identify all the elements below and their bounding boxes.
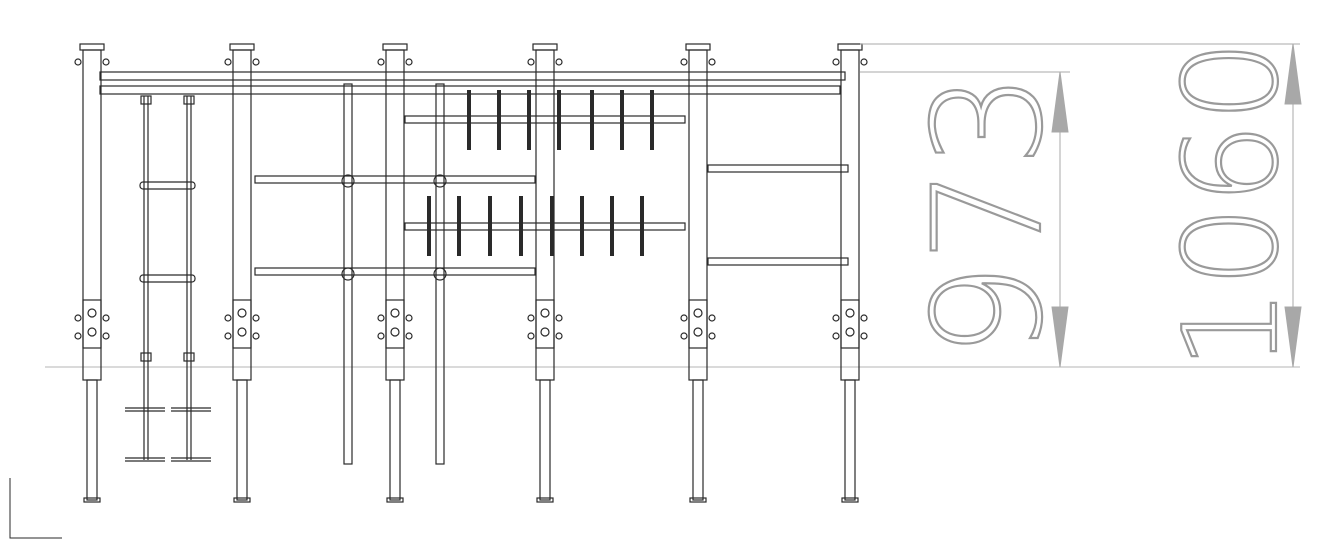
post-2	[224, 43, 260, 503]
ladder	[125, 95, 211, 462]
lower-climbing-bar	[488, 196, 492, 256]
lower-climbing-bar	[610, 196, 614, 256]
lower-climbing-bar	[580, 196, 584, 256]
lower-climbing-bar	[519, 196, 523, 256]
upper-climbing-bar	[590, 90, 594, 150]
posts	[74, 43, 868, 503]
lower-climbing-bar	[640, 196, 644, 256]
arrow-down-inner	[1051, 306, 1069, 368]
upper-climbing-bar	[467, 90, 471, 150]
dimension-label-973: 973	[902, 72, 1076, 358]
post-6	[832, 43, 868, 503]
post-3	[377, 43, 413, 503]
post-4	[527, 43, 563, 503]
top-rails	[99, 71, 849, 276]
hangers	[341, 83, 447, 465]
arrow-up-inner	[1051, 71, 1069, 133]
dimension-label-1060: 1060	[1155, 40, 1307, 371]
climbing-bars	[427, 90, 654, 256]
post-5	[680, 43, 716, 503]
arrow-up-outer	[1284, 43, 1302, 105]
upper-climbing-bar	[557, 90, 561, 150]
corner-mark	[9, 478, 62, 539]
upper-climbing-bar	[527, 90, 531, 150]
upper-climbing-bar	[497, 90, 501, 150]
lower-climbing-bar	[427, 196, 431, 256]
upper-climbing-bar	[650, 90, 654, 150]
arrow-down-outer	[1284, 306, 1302, 368]
lower-climbing-bar	[457, 196, 461, 256]
post-1	[74, 43, 110, 503]
dimension-lines	[860, 43, 1302, 368]
upper-climbing-bar	[620, 90, 624, 150]
lower-climbing-bar	[550, 196, 554, 256]
